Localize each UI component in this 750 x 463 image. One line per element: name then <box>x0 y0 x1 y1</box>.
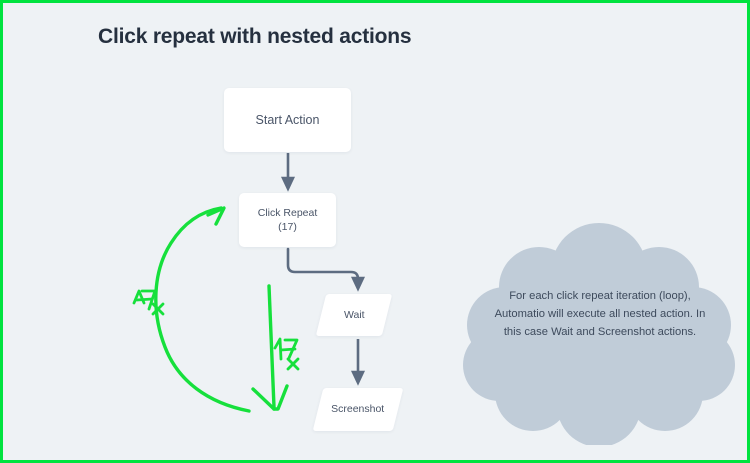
nested-actions-arrow-head-left <box>251 387 276 411</box>
flow-node-wait[interactable]: Wait <box>315 294 393 336</box>
cloud-callout: For each click repeat iteration (loop), … <box>455 213 743 447</box>
connector-click-repeat-to-wait <box>286 247 366 292</box>
flow-node-start-action[interactable]: Start Action <box>224 88 351 152</box>
flow-node-wait-label: Wait <box>343 308 365 321</box>
loop-back-arrow-arc <box>154 206 251 413</box>
page-title: Click repeat with nested actions <box>98 25 412 48</box>
flow-node-start-action-label: Start Action <box>255 112 320 127</box>
nested-actions-arrow-head-right <box>272 384 289 411</box>
cloud-callout-text: For each click repeat iteration (loop), … <box>494 290 706 339</box>
loop-label-inner-strokes <box>273 337 300 371</box>
cloud-shape-icon <box>463 223 735 447</box>
loop-label-left-strokes <box>132 289 165 316</box>
flow-node-screenshot-label: Screenshot <box>331 403 385 416</box>
flow-node-click-repeat-count: (17) <box>278 221 297 233</box>
flow-node-screenshot[interactable]: Screenshot <box>312 388 404 431</box>
loop-back-arrow-head <box>206 206 226 226</box>
flow-node-click-repeat-label: Click Repeat <box>257 206 318 219</box>
nested-actions-arrow-shaft <box>267 284 276 409</box>
flow-node-click-repeat[interactable]: Click Repeat (17) <box>239 193 336 247</box>
